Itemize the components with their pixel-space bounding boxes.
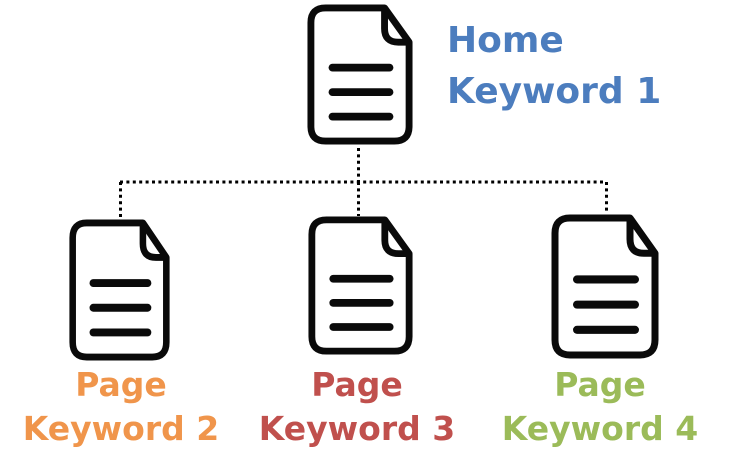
page3-label-line2: Keyword 3	[258, 409, 456, 448]
page2-node-label: Page Keyword 2	[0, 363, 271, 451]
page4-label-line2: Keyword 4	[501, 409, 699, 448]
page2-label-line2: Keyword 2	[22, 409, 220, 448]
home-label-line1: Home	[447, 20, 564, 61]
page4-node-label: Page Keyword 4	[450, 363, 738, 451]
document-icon	[69, 219, 170, 361]
document-icon	[68, 218, 171, 362]
document-icon	[308, 216, 413, 355]
page4-label-line1: Page	[554, 365, 646, 404]
home-node-label: Home Keyword 1	[447, 15, 661, 117]
page3-node-label: Page Keyword 3	[207, 363, 507, 451]
document-icon	[307, 215, 414, 356]
page2-label-line1: Page	[75, 365, 167, 404]
document-icon	[551, 214, 659, 359]
document-icon	[306, 3, 414, 146]
page3-label-line1: Page	[311, 365, 403, 404]
document-icon	[307, 4, 413, 145]
home-label-line2: Keyword 1	[447, 71, 662, 112]
document-icon	[550, 213, 660, 360]
